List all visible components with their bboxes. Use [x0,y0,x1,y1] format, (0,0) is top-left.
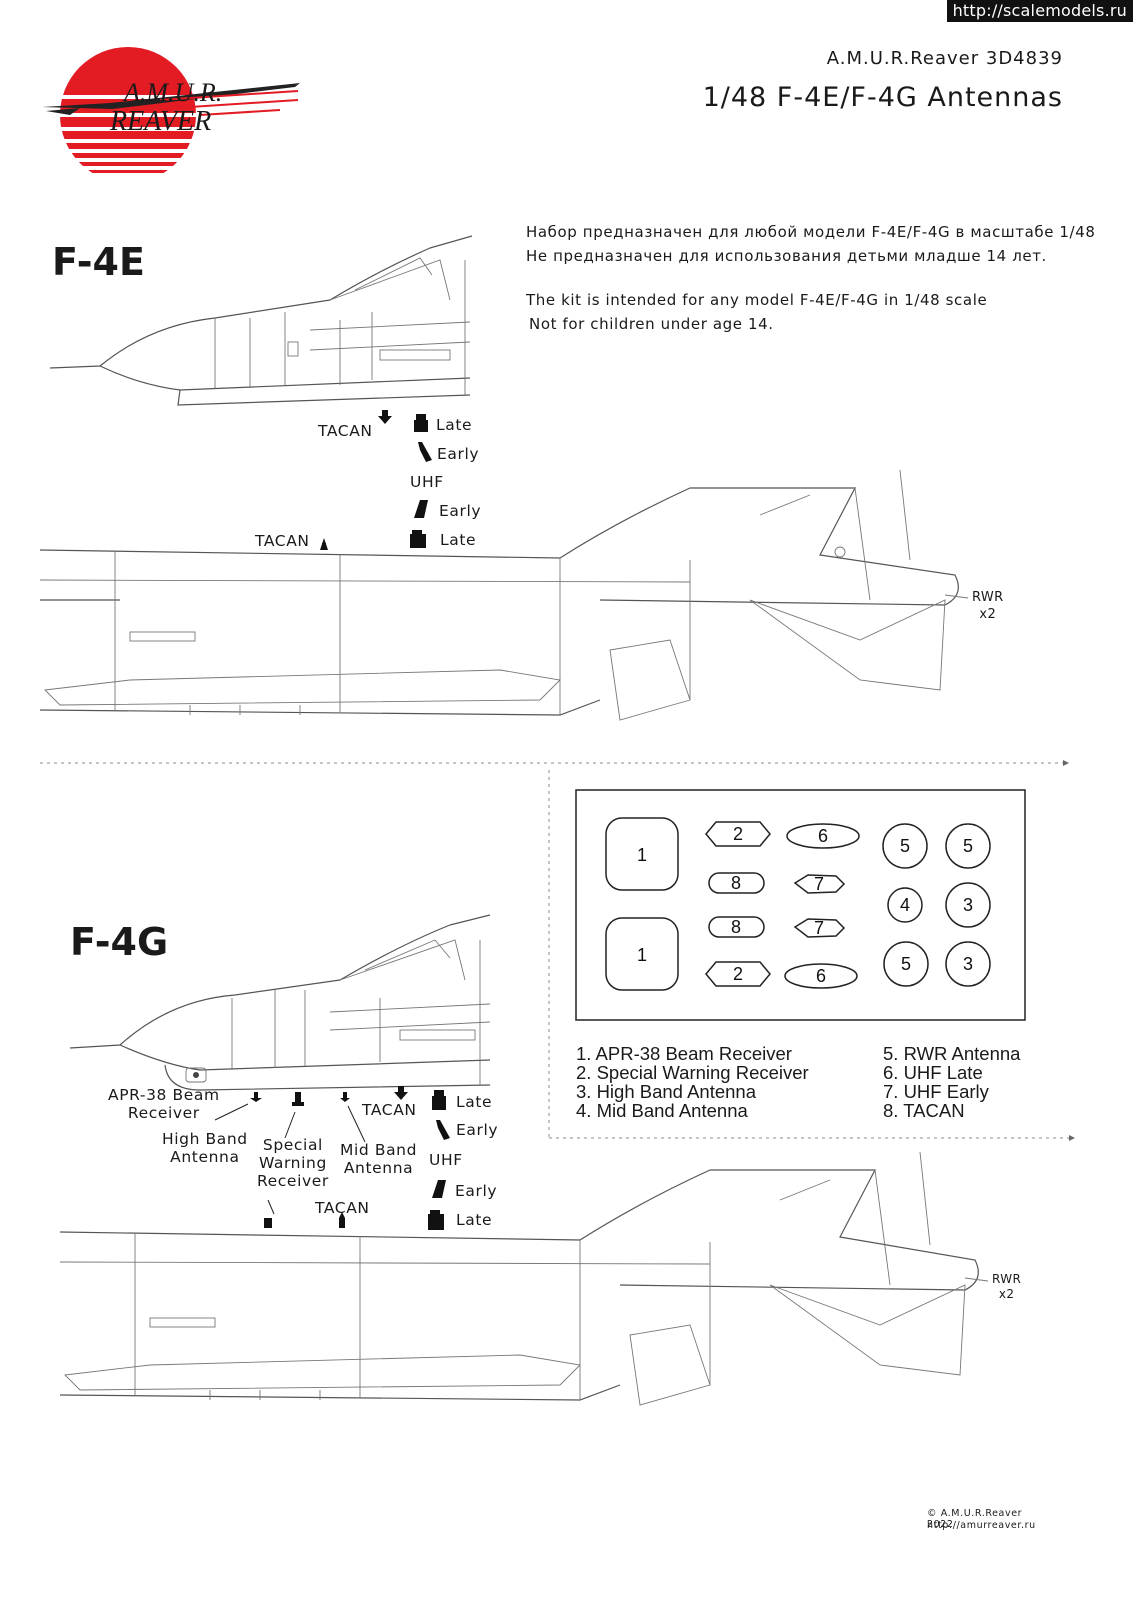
product-code: A.M.U.R.Reaver 3D4839 [826,48,1063,69]
intro-ru-line1: Набор предназначен для любой модели F-4E… [526,223,1096,241]
f4g-apr38-label: APR-38 Beam Receiver [108,1086,220,1122]
watermark-url[interactable]: http://scalemodels.ru [946,0,1133,22]
f4g-tacan-bottom-label: TACAN [315,1199,370,1217]
f4g-uhf-label: UHF [429,1151,463,1169]
intro-block: Набор предназначен для любой модели F-4E… [526,220,1096,336]
f4g-uhf-early-top-label: Early [456,1121,499,1139]
f4g-rwr-text: RWR [992,1272,1022,1286]
part-label: 4 [900,895,910,915]
f4e-uhf-early-bottom-label: Early [439,502,482,520]
f4g-mid-band-line2: Antenna [343,1159,414,1177]
part-label: 7 [814,918,824,938]
f4g-apr38-line2: Receiver [127,1104,200,1122]
part-label: 6 [816,966,826,986]
f4g-mid-band-line1: Mid Band [340,1141,418,1159]
part-label: 8 [731,873,741,893]
f4e-rwr-label: RWR x2 [972,589,1004,623]
footer-url[interactable]: http://amurreaver.ru [927,1520,1036,1531]
part-label: 7 [814,874,824,894]
logo-graphic: A.M.U.R. REAVER [42,47,300,173]
parts-sheet: 1 1 2 2 6 6 8 8 7 7 5 5 5 4 3 3 [575,789,1026,1021]
f4g-high-band-line2: Antenna [170,1148,240,1166]
f4g-section-title: F-4G [70,920,169,964]
legend-item: 5. RWR Antenna [883,1043,1021,1064]
legend-right: 5. RWR Antenna 6. UHF Late 7. UHF Early … [883,1044,1020,1120]
part-label: 3 [963,954,973,974]
part-label: 5 [963,836,973,856]
f4e-uhf-late-bottom-label: Late [440,531,477,549]
f4e-uhf-label: UHF [410,473,444,491]
legend-item: 8. TACAN [883,1100,965,1121]
part-label: 2 [733,964,743,984]
f4g-special-line3: Receiver [257,1172,329,1190]
f4g-special-line2: Warning [258,1154,327,1172]
legend-item: 7. UHF Early [883,1081,989,1102]
page-title: 1/48 F-4E/F-4G Antennas [702,82,1063,113]
part-label: 1 [637,945,647,965]
f4e-fuselage-drawing [39,469,969,721]
f4g-apr38-line1: APR-38 Beam [108,1086,220,1104]
f4e-rwr-count: x2 [979,607,997,622]
footer-copyright: © A.M.U.R.Reaver 2022 [927,1508,1023,1530]
legend-item: 1. APR-38 Beam Receiver [576,1043,792,1064]
f4g-high-band-line1: High Band [162,1130,248,1148]
f4e-uhf-early-top-label: Early [437,445,480,463]
intro-en-line1: The kit is intended for any model F-4E/F… [526,291,988,309]
f4e-uhf-late-top-label: Late [436,416,473,434]
legend-item: 4. Mid Band Antenna [576,1100,748,1121]
part-label: 5 [901,954,911,974]
f4g-uhf-late-bottom-label: Late [456,1211,493,1229]
f4g-mid-band-label: Mid Band Antenna [340,1141,417,1177]
f4e-section-title: F-4E [52,240,145,284]
legend-item: 2. Special Warning Receiver [576,1062,809,1083]
part-label: 2 [733,824,743,844]
part-label: 6 [818,826,828,846]
legend-left: 1. APR-38 Beam Receiver 2. Special Warni… [576,1044,809,1120]
part-label: 5 [900,836,910,856]
part-label: 3 [963,895,973,915]
f4g-fuselage-drawing [59,1151,989,1406]
f4g-rwr-count: x2 [998,1287,1015,1301]
part-label: 8 [731,917,741,937]
f4e-tacan-bottom-label: TACAN [255,532,310,550]
f4g-tacan-top-label: TACAN [362,1101,417,1119]
legend-item: 3. High Band Antenna [576,1081,757,1102]
logo-line1: A.M.U.R. [122,78,222,107]
brand-logo: A.M.U.R. REAVER [40,45,310,180]
f4g-uhf-late-top-label: Late [456,1093,493,1111]
part-label: 1 [637,845,647,865]
logo-line2: REAVER [109,106,211,137]
intro-en-line2: Not for children under age 14. [529,315,774,333]
f4g-rwr-label: RWR x2 [992,1272,1021,1302]
f4g-high-band-label: High Band Antenna [162,1130,248,1166]
legend-item: 6. UHF Late [883,1062,983,1083]
f4g-uhf-early-bottom-label: Early [455,1182,498,1200]
intro-ru-line2: Не предназначен для использования детьми… [526,247,1047,265]
f4e-rwr-text: RWR [972,590,1004,605]
f4e-tacan-top-label: TACAN [318,422,373,440]
f4g-special-warning-label: Special Warning Receiver [257,1136,329,1190]
f4g-special-line1: Special [262,1136,323,1154]
